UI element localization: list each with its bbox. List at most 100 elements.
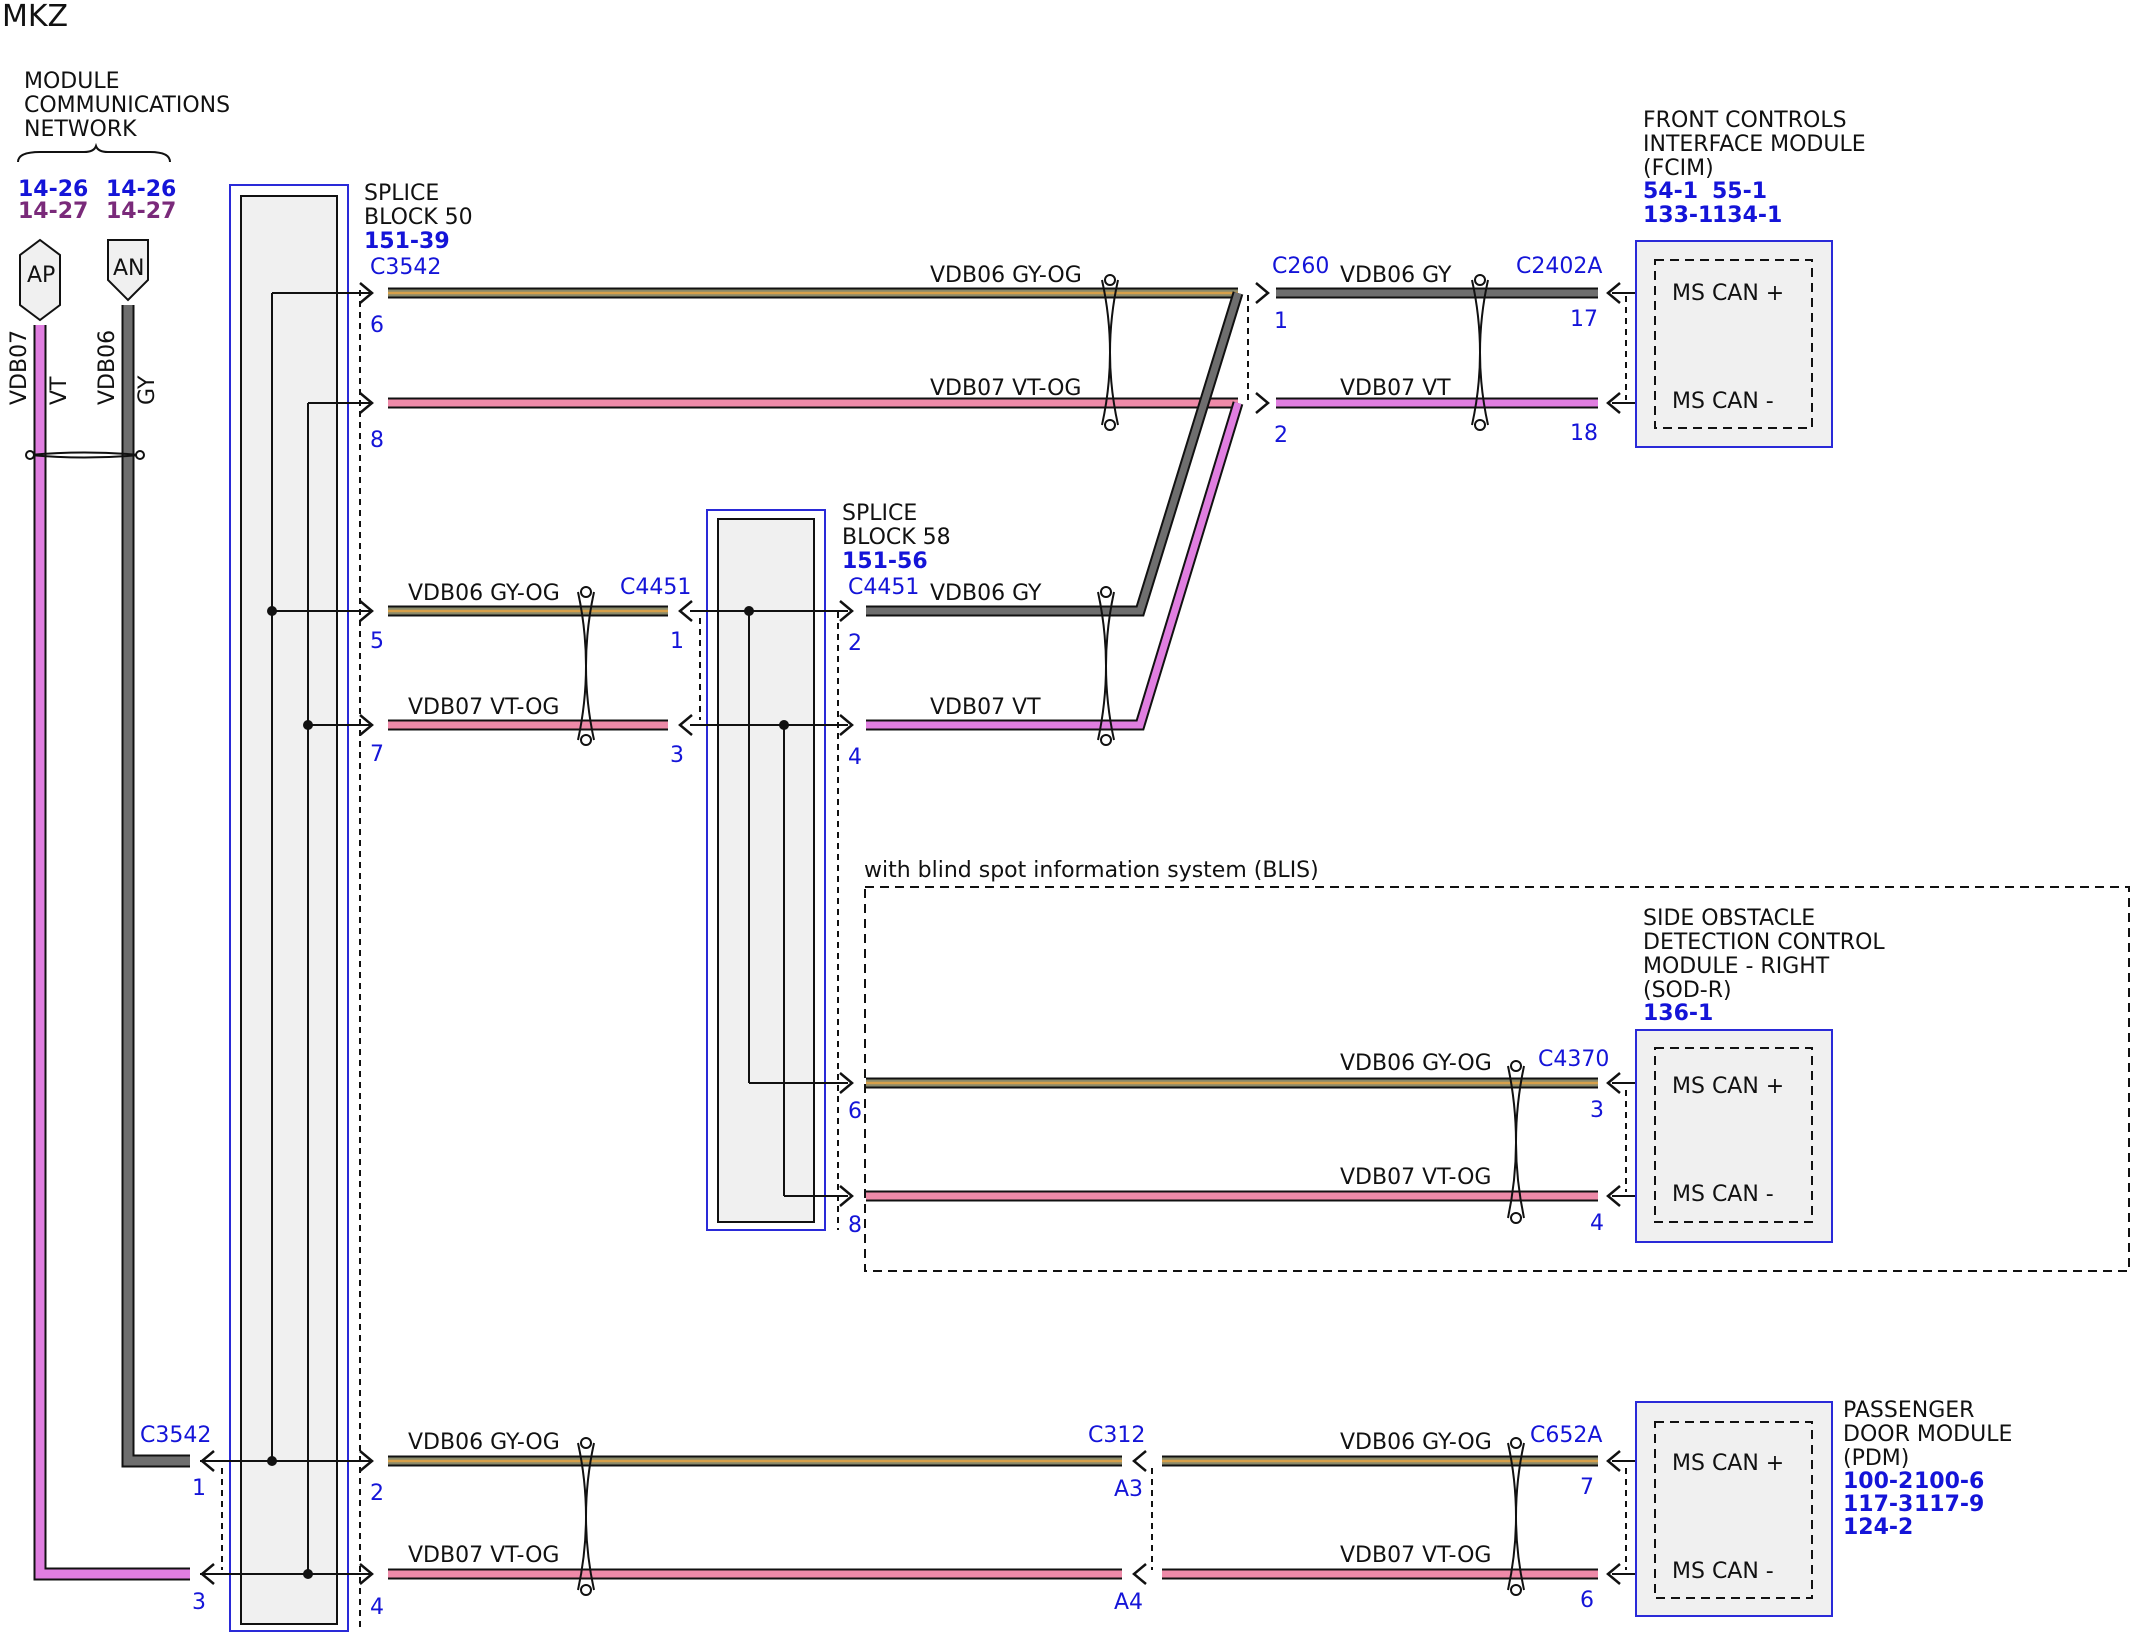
- wire-label: VDB07 VT-OG: [1340, 1165, 1491, 1190]
- c4451-in-name[interactable]: C4451: [620, 575, 691, 600]
- wire-right-color: GY: [135, 375, 160, 405]
- splice-dot: [303, 1569, 313, 1579]
- pdm-pos: MS CAN +: [1672, 1451, 1784, 1476]
- pin-arrow: [839, 1072, 854, 1094]
- twist-end: [1100, 734, 1112, 746]
- twist-symbol: [1507, 1442, 1525, 1591]
- sod-inner: [1654, 1047, 1813, 1223]
- pin-arrow: [1132, 1563, 1147, 1585]
- pin-arrow: [1606, 392, 1621, 414]
- pin-arrow: [839, 714, 854, 736]
- pin-arrow: [200, 1450, 215, 1472]
- pdm-box: [1635, 1401, 1833, 1617]
- fcim-label-1: FRONT CONTROLS: [1643, 108, 1847, 133]
- sod-pin-3: 3: [1590, 1098, 1604, 1123]
- sod-neg: MS CAN -: [1672, 1182, 1774, 1207]
- network-ref-right-1[interactable]: 14-26: [106, 177, 176, 202]
- pdm-ref-1[interactable]: 100-2: [1843, 1469, 1913, 1494]
- twist-end: [1104, 274, 1116, 286]
- wire-left-circuit: VDB07: [7, 330, 32, 405]
- c312-pin-a4: A4: [1114, 1590, 1143, 1615]
- fcim-pos: MS CAN +: [1672, 281, 1784, 306]
- twist-end: [1510, 1437, 1522, 1449]
- splice-dot: [267, 606, 277, 616]
- pin-arrow: [1606, 1450, 1621, 1472]
- sod-label-1: SIDE OBSTACLE: [1643, 906, 1815, 931]
- splice-50-label-1: SPLICE: [364, 181, 439, 206]
- splice-50-bus: [271, 293, 309, 1574]
- c312-pin-a3: A3: [1114, 1477, 1143, 1502]
- splice-50-connector[interactable]: C3542: [370, 255, 441, 280]
- pdm-module: PASSENGER DOOR MODULE (PDM) 100-2 100-6 …: [1530, 1398, 2012, 1617]
- fcim-label-2: INTERFACE MODULE: [1643, 132, 1866, 157]
- splice-58-pin-6: 6: [848, 1099, 862, 1124]
- fcim-neg: MS CAN -: [1672, 389, 1774, 414]
- wire-label: VDB07 VT: [1340, 376, 1451, 401]
- pdm-label-2: DOOR MODULE: [1843, 1422, 2012, 1447]
- twist-symbol: [577, 591, 595, 741]
- fcim-connector[interactable]: C2402A: [1516, 254, 1602, 279]
- wire-label: VDB07 VT-OG: [930, 376, 1081, 401]
- sod-pin-4: 4: [1590, 1211, 1604, 1236]
- wire-gy: [866, 291, 1242, 615]
- wire-label: VDB07 VT-OG: [1340, 1543, 1491, 1568]
- gy-wire: [123, 305, 190, 1466]
- fcim-ref-4[interactable]: 134-1: [1712, 203, 1782, 228]
- wire-harness: [200, 274, 1655, 1596]
- pin-arrow: [359, 282, 374, 304]
- pin-arrow: [1132, 1450, 1147, 1472]
- pin-arrow: [678, 600, 693, 622]
- sod-ref[interactable]: 136-1: [1643, 1001, 1713, 1026]
- twist-end: [1510, 1584, 1522, 1596]
- twist-symbol: [29, 451, 141, 459]
- fcim-ref-1[interactable]: 54-1: [1643, 179, 1698, 204]
- splice-58-connector[interactable]: C4451: [848, 575, 919, 600]
- fcim-ref-3[interactable]: 133-1: [1643, 203, 1713, 228]
- wire-labels: VDB06 GY-OG VDB07 VT-OG VDB06 GY-OG VDB0…: [408, 263, 1492, 1568]
- pin-arrow: [359, 600, 374, 622]
- splice-50-pin-8: 8: [370, 428, 384, 453]
- twist-symbol: [577, 1442, 595, 1591]
- fcim-ref-2[interactable]: 55-1: [1712, 179, 1767, 204]
- pdm-ref-2[interactable]: 100-6: [1914, 1469, 1984, 1494]
- twist-symbol: [1097, 591, 1115, 741]
- splice-dot: [779, 720, 789, 730]
- splice-58-bus: [748, 611, 785, 1196]
- wire-label: VDB06 GY-OG: [1340, 1430, 1492, 1455]
- c260-name[interactable]: C260: [1272, 254, 1329, 279]
- network-ref-left-1[interactable]: 14-26: [18, 177, 88, 202]
- pin-arrow: [1255, 282, 1270, 304]
- pin-arrow: [839, 600, 854, 622]
- c3542-left-pin-3: 3: [192, 1590, 206, 1615]
- sod-connector[interactable]: C4370: [1538, 1047, 1609, 1072]
- wire-left-color: VT: [47, 376, 72, 405]
- pdm-ref-4[interactable]: 117-9: [1914, 1492, 1984, 1517]
- c3542-left-name[interactable]: C3542: [140, 1423, 211, 1448]
- pdm-pin-7: 7: [1580, 1475, 1594, 1500]
- twist-symbol: [1101, 279, 1119, 426]
- wire-right-circuit: VDB06: [95, 330, 120, 405]
- splice-58-ref[interactable]: 151-56: [842, 549, 928, 574]
- sod-label-3: MODULE - RIGHT: [1643, 954, 1830, 979]
- wire-label: VDB07 VT-OG: [408, 695, 559, 720]
- wire-label: VDB06 GY-OG: [1340, 1051, 1492, 1076]
- splice-50-ref[interactable]: 151-39: [364, 229, 450, 254]
- network-ref-left-2[interactable]: 14-27: [18, 199, 88, 224]
- sod-option-frame: [864, 886, 2130, 1272]
- sod-pos: MS CAN +: [1672, 1074, 1784, 1099]
- pin-arrow: [1606, 282, 1621, 304]
- pdm-ref-5[interactable]: 124-2: [1843, 1515, 1913, 1540]
- c312-name[interactable]: C312: [1088, 1423, 1145, 1448]
- pdm-ref-3[interactable]: 117-3: [1843, 1492, 1913, 1517]
- an-tag: AN: [113, 256, 145, 281]
- network-ref-right-2[interactable]: 14-27: [106, 199, 176, 224]
- splice-dot: [744, 606, 754, 616]
- pdm-connector[interactable]: C652A: [1530, 1423, 1602, 1448]
- twist-end: [580, 1584, 592, 1596]
- splice-58-inner: [717, 518, 815, 1223]
- splice-dot: [267, 1456, 277, 1466]
- twist-symbol: [1471, 279, 1489, 426]
- pin-arrow: [359, 392, 374, 414]
- splice-block-58: SPLICE BLOCK 58 151-56 C4451 2 4 6 8: [690, 501, 951, 1238]
